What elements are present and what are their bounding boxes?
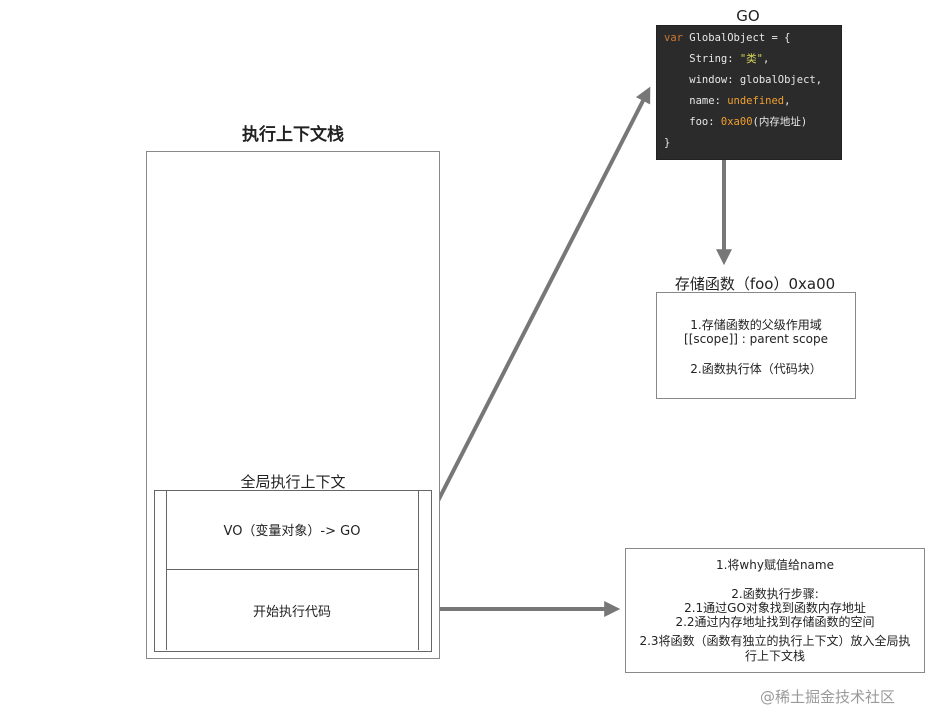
- global-context-right-divider: [418, 490, 419, 650]
- code-line-2-end: ,: [763, 53, 770, 65]
- go-label: GO: [736, 7, 760, 25]
- function-storage-label: 存储函数（foo）0xa00: [674, 275, 836, 293]
- stack-title: 执行上下文栈: [242, 125, 344, 145]
- code-line-5-key: foo:: [664, 116, 721, 128]
- code-line-5-value: 0xa00: [720, 116, 753, 128]
- code-line-4-end: ,: [784, 95, 791, 107]
- notes-line-2: 2.函数执行步骤:: [731, 587, 819, 601]
- code-line-4-key: name:: [664, 95, 728, 107]
- global-object-code-block: var GlobalObject = { String: "类", window…: [656, 25, 842, 160]
- code-line-2-key: String:: [664, 53, 740, 65]
- code-line-3: window: globalObject,: [664, 74, 823, 86]
- notes-line-3: 2.1通过GO对象找到函数内存地址: [684, 601, 866, 615]
- notes-line-6: 行上下文栈: [744, 649, 805, 663]
- code-line-1: GlobalObject = {: [682, 32, 791, 44]
- exec-text: 开始执行代码: [252, 604, 331, 620]
- global-context-label: 全局执行上下文: [240, 473, 346, 491]
- notes-line-1: 1.将why赋值给name: [715, 558, 834, 572]
- storage-line-2: [[scope]] : parent scope: [684, 332, 828, 346]
- variable-object-cell: VO（变量对象）-> GO: [166, 490, 418, 570]
- arrow-vo-to-go: [418, 86, 651, 537]
- vo-text: VO（变量对象）-> GO: [223, 524, 361, 539]
- code-line-5-end: (内存地址): [752, 116, 808, 128]
- notes-line-5: 2.3将函数（函数有独立的执行上下文）放入全局执: [639, 634, 911, 648]
- code-line-6: }: [664, 137, 671, 149]
- storage-line-3: 2.函数执行体（代码块）: [690, 362, 822, 376]
- code-content: var GlobalObject = { String: "类", window…: [657, 26, 841, 154]
- function-storage-box: 1.存储函数的父级作用域 [[scope]] : parent scope 2.…: [656, 292, 856, 399]
- execute-code-cell: 开始执行代码: [166, 570, 418, 650]
- global-context-left-divider: [166, 490, 167, 650]
- watermark: @稀土掘金技术社区: [760, 688, 896, 706]
- code-line-2-value: "类": [739, 53, 764, 65]
- storage-line-1: 1.存储函数的父级作用域: [690, 318, 822, 332]
- code-line-4-value: undefined: [727, 95, 785, 107]
- notes-line-4: 2.2通过内存地址找到存储函数的空间: [675, 615, 875, 629]
- code-keyword-var: var: [664, 32, 683, 44]
- global-execution-context: [154, 490, 432, 652]
- execution-steps-box: 1.将why赋值给name 2.函数执行步骤: 2.1通过GO对象找到函数内存地…: [625, 548, 925, 673]
